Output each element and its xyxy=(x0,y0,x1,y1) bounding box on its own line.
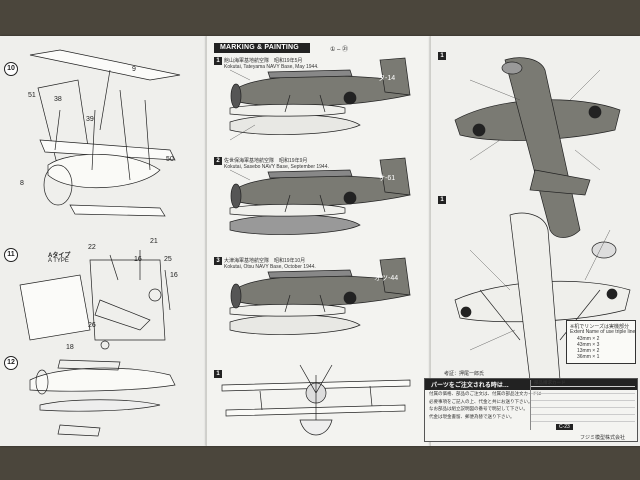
kit-code: C-23 xyxy=(556,424,573,430)
manufacturer-footer: フジミ模型株式会社 xyxy=(580,435,626,441)
decal-legend-box: ※机でリンーズは実機部分 Extent Name of use triple l… xyxy=(566,320,636,364)
legend-item: 43mm × 3 xyxy=(577,342,600,348)
fold-line xyxy=(206,36,207,446)
parts-order-box: パーツをご注文される時は… 付属の価格、部品のご注文は、付属の部品注文カードに … xyxy=(424,378,638,442)
marking-3-tail-code: オツ-44 xyxy=(374,275,399,282)
marking-2-en: Kokutai, Sasebo NAVY Base, September 194… xyxy=(224,164,329,170)
part-callout: 22 xyxy=(88,244,96,251)
marking-2-tail-code: サ-61 xyxy=(378,175,396,182)
color-ref-range: ① – ㉑ xyxy=(330,47,349,53)
card-row xyxy=(531,415,635,422)
marking-1-number: 1 xyxy=(214,57,222,65)
parts-order-line: 付属の価格、部品のご注文は、付属の部品注文カードに xyxy=(429,391,542,396)
step-12-number: 12 xyxy=(4,356,18,370)
part-callout: 38 xyxy=(54,96,62,103)
marking-1-tail-code: タ-14 xyxy=(378,75,396,82)
part-callout: 26 xyxy=(88,322,96,329)
part-callout: 51 xyxy=(28,92,36,99)
bottom-view-number: 1 xyxy=(438,196,446,204)
part-callout: 16 xyxy=(170,272,178,279)
parts-order-line: 必要事項をご記入の上、代金と共にお送り下さい。 xyxy=(429,398,533,404)
card-row xyxy=(531,394,635,401)
top-view-number: 1 xyxy=(438,52,446,60)
marking-3-en: Kokutai, Otsu NAVY Base, October 1944. xyxy=(224,264,316,270)
parts-order-line: 代金は現金書留、郵便為替で送り下さい。 xyxy=(429,413,515,419)
part-callout: 39 xyxy=(86,116,94,123)
card-row xyxy=(531,387,635,394)
fold-line xyxy=(430,36,431,446)
research-credit: 考証：押尾一郎氏 xyxy=(444,371,485,377)
card-row xyxy=(531,401,635,408)
front-view-number: 1 xyxy=(214,370,222,378)
parts-order-line: なお部品は組立説明図の番号で明記して下さい。 xyxy=(429,406,528,411)
marking-1-en: Kokutai, Tateyama NAVY Base, May 1944. xyxy=(224,64,319,70)
part-callout: 8 xyxy=(20,180,24,187)
part-callout: 50 xyxy=(166,156,174,163)
card-row xyxy=(531,408,635,415)
legend-item: 43mm × 2 xyxy=(577,336,600,342)
parts-order-title: パーツをご注文される時は… xyxy=(425,379,637,390)
marking-2-number: 2 xyxy=(214,157,222,165)
step-10-number: 10 xyxy=(4,62,18,76)
step-11-number: 11 xyxy=(4,248,18,262)
legend-item: 36mm × 1 xyxy=(577,354,600,360)
marking-2-jp: 佐世保海軍基地航空隊 昭和19年9月 xyxy=(224,158,308,164)
legend-title-jp: ※机でリンーズは実機部分 xyxy=(570,324,629,330)
part-callout: 9 xyxy=(132,66,136,73)
a-type-en: A TYPE xyxy=(48,258,69,264)
part-callout: 16 xyxy=(134,256,142,263)
part-callout: 21 xyxy=(150,238,158,245)
parts-request-card: 部品請求カード xyxy=(530,380,635,430)
parts-request-card-title: 部品請求カード xyxy=(531,380,635,387)
legend-title-en: Extent Name of use triple line xyxy=(570,329,636,335)
a-type-jp: Aタイプ xyxy=(48,253,71,259)
part-callout: 18 xyxy=(66,344,74,351)
marking-1-jp: 館山海軍基地航空隊 昭和19年5月 xyxy=(224,58,303,64)
legend-item: 13mm × 2 xyxy=(577,348,600,354)
part-callout: 25 xyxy=(164,256,172,263)
marking-3-number: 3 xyxy=(214,257,222,265)
marking-3-jp: 大津海軍基地航空隊 昭和19年10月 xyxy=(224,258,306,264)
marking-painting-banner: MARKING & PAINTING xyxy=(214,43,310,53)
